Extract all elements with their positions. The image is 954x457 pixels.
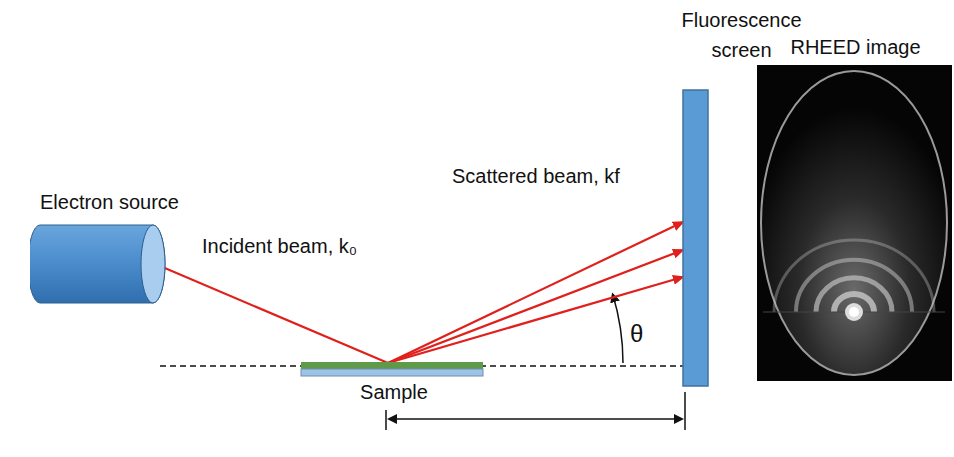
dimension-tick bbox=[684, 392, 686, 430]
beam-label: Incident beam, k₀ bbox=[200, 234, 359, 258]
sample: Sample bbox=[300, 360, 488, 406]
cylinder-body bbox=[30, 225, 165, 303]
node-label: Fluorescence screen bbox=[672, 5, 811, 65]
node-label: RHEED image bbox=[755, 35, 954, 59]
electron-source: Electron source bbox=[30, 190, 199, 310]
beam-line bbox=[153, 263, 388, 363]
beam-label: Scattered beam, kf bbox=[450, 164, 622, 188]
rheed-image: RHEED image bbox=[755, 33, 954, 383]
spot-halo bbox=[845, 303, 863, 321]
angle-arc bbox=[613, 294, 623, 363]
node-label: Sample bbox=[300, 380, 488, 404]
angle-symbol: θ bbox=[630, 320, 643, 348]
beam-line bbox=[388, 277, 683, 363]
specular-spot bbox=[849, 307, 859, 317]
screen-plate bbox=[683, 90, 708, 386]
rheed-image-shape bbox=[755, 33, 952, 383]
laue-ring bbox=[774, 240, 934, 312]
distance-arrow bbox=[389, 418, 682, 420]
sample-layer bbox=[301, 362, 483, 369]
dimension-tick bbox=[385, 410, 387, 430]
node-label: Electron source bbox=[40, 190, 199, 214]
beam-line bbox=[388, 250, 683, 363]
phosphor-disk bbox=[761, 71, 947, 375]
sample-substrate bbox=[301, 369, 483, 376]
beam-line bbox=[388, 222, 683, 363]
rheed-frame bbox=[757, 65, 952, 381]
cylinder-face bbox=[141, 225, 165, 303]
